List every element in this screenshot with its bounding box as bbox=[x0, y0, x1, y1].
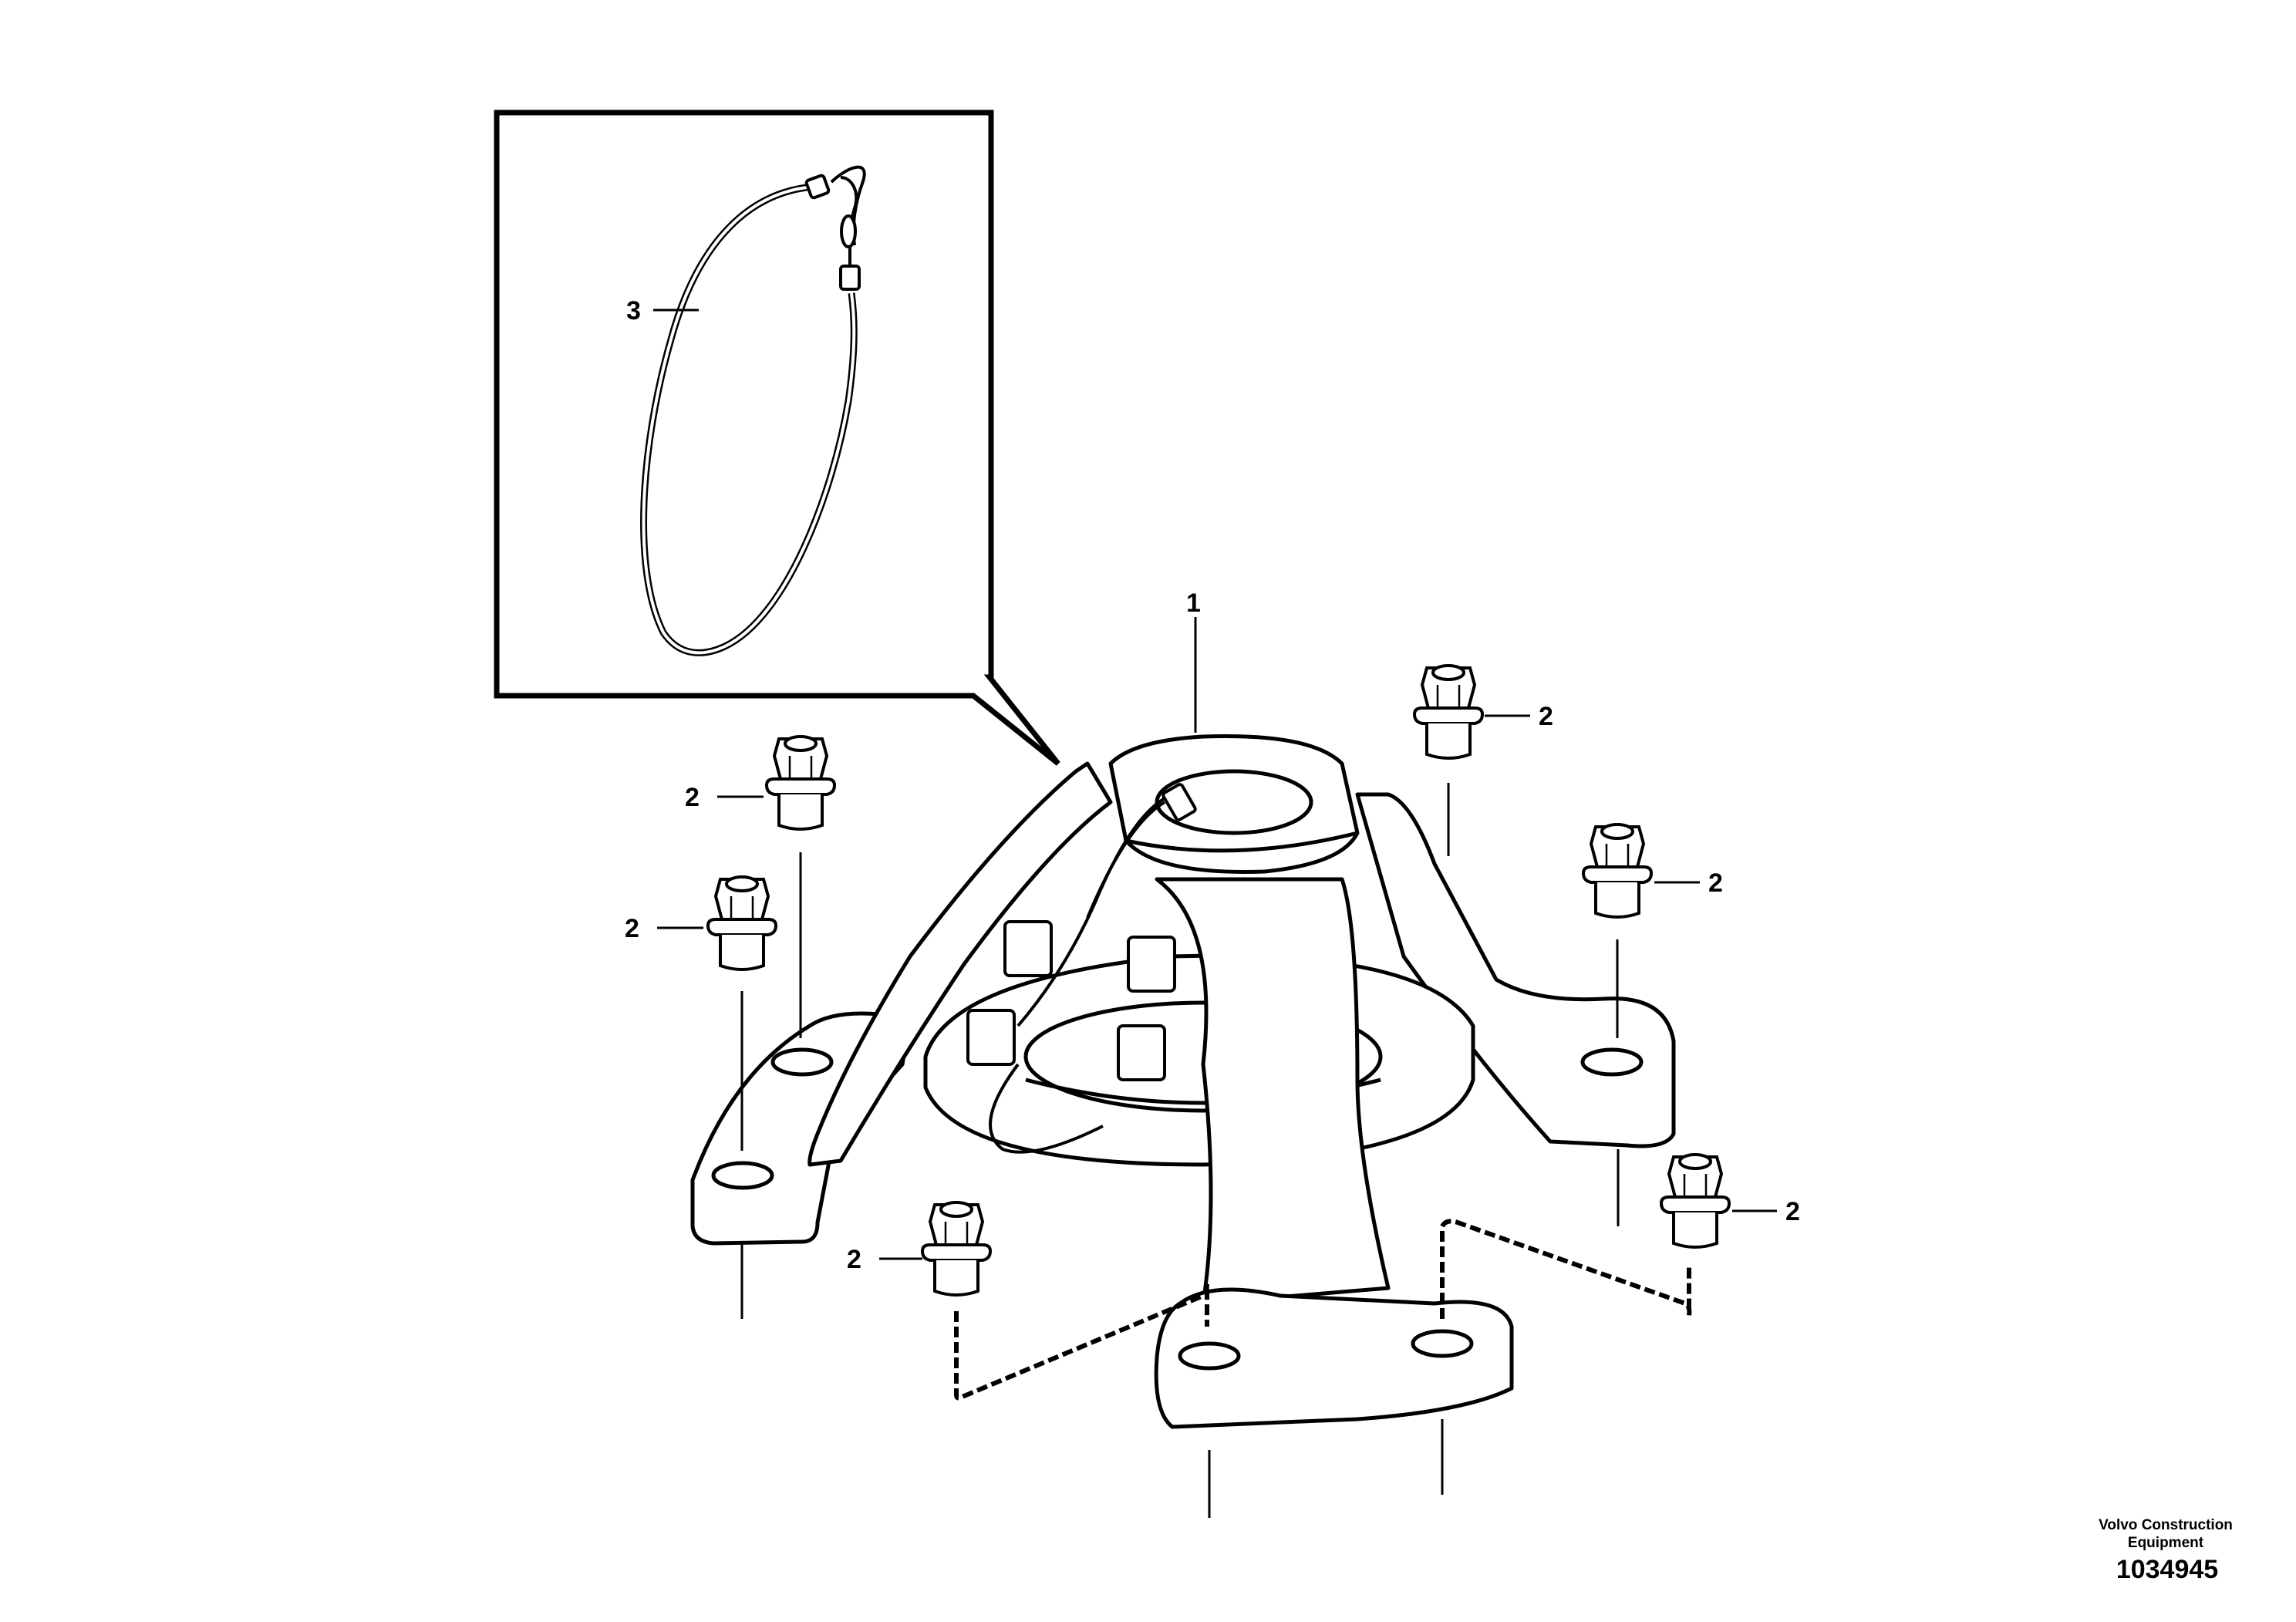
safety-lanyard bbox=[640, 165, 866, 656]
bolt-left bbox=[706, 875, 777, 971]
bolt-lower-right bbox=[1660, 1153, 1731, 1249]
callout-2-lower-right: 2 bbox=[1785, 1197, 1800, 1226]
callout-2-left: 2 bbox=[625, 914, 639, 943]
callout-2-lower-left: 2 bbox=[847, 1245, 861, 1274]
bolt-upper-right bbox=[1413, 664, 1484, 760]
credit-line-1: Volvo Construction bbox=[2099, 1517, 2233, 1533]
bolt-upper-left bbox=[765, 735, 836, 831]
bolt-right bbox=[1582, 823, 1653, 919]
credit-line-2: Equipment bbox=[2128, 1535, 2204, 1551]
pivot-bracket bbox=[690, 733, 1676, 1429]
credit-block: Volvo Construction Equipment 1034945 bbox=[2099, 1517, 2233, 1584]
callout-2-upper-right: 2 bbox=[1539, 702, 1553, 731]
callout-2-right: 2 bbox=[1708, 868, 1723, 898]
callout-3: 3 bbox=[626, 296, 641, 325]
bolt-lower-left bbox=[921, 1201, 992, 1297]
document-number: 1034945 bbox=[2116, 1555, 2218, 1584]
sensor-cable bbox=[966, 783, 1197, 1154]
callout-2-upper-left: 2 bbox=[685, 783, 700, 812]
detail-inset bbox=[494, 110, 1060, 766]
assembly-lines bbox=[653, 309, 1777, 1518]
callout-1: 1 bbox=[1186, 588, 1201, 618]
